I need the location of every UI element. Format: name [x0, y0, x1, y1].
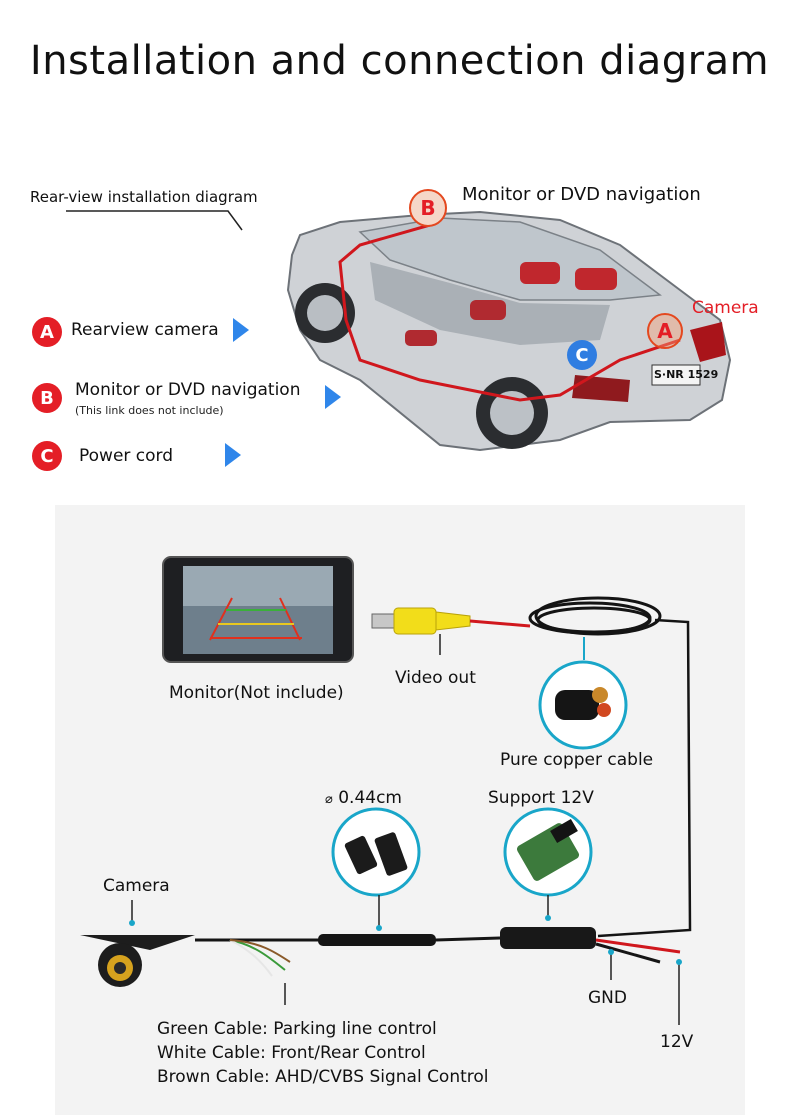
arrow-right-icon: [233, 318, 249, 342]
support-12v-label: Support 12V: [488, 788, 594, 808]
arrow-right-icon: [225, 443, 241, 467]
car-monitor-label: Monitor or DVD navigation: [462, 184, 701, 205]
legend-text-c: Power cord: [79, 446, 174, 466]
car-camera-label: Camera: [692, 298, 759, 318]
diameter-label: ⌀ 0.44cm: [325, 788, 402, 808]
arrow-right-icon: [325, 385, 341, 409]
v12-label: 12V: [660, 1032, 694, 1052]
legend-badge-b: B: [32, 383, 62, 413]
video-out-label: Video out: [395, 668, 476, 688]
cable-note-white: White Cable: Front/Rear Control: [157, 1043, 426, 1063]
cable-note-green: Green Cable: Parking line control: [157, 1019, 437, 1039]
camera-label: Camera: [103, 876, 170, 896]
car-badge-c: C: [567, 340, 597, 370]
legend-text-b: Monitor or DVD navigation: [75, 380, 301, 400]
car-badge-a: A: [647, 313, 683, 349]
legend-note-b: (This link does not include): [75, 404, 224, 417]
rear-view-label: Rear-view installation diagram: [30, 188, 258, 206]
copper-cable-label: Pure copper cable: [500, 750, 654, 770]
license-plate: S·NR 1529: [654, 368, 719, 381]
legend-text-a: Rearview camera: [71, 320, 219, 340]
page-title: Installation and connection diagram: [29, 38, 770, 84]
diameter-value: 0.44cm: [338, 788, 402, 808]
gnd-label: GND: [588, 988, 627, 1008]
cable-notes: Green Cable: Parking line control White …: [157, 1017, 489, 1089]
cable-note-brown: Brown Cable: AHD/CVBS Signal Control: [157, 1067, 489, 1087]
car-badge-b: B: [409, 189, 447, 227]
legend-badge-a: A: [32, 317, 62, 347]
diameter-icon: ⌀: [325, 792, 333, 807]
legend-badge-c: C: [32, 441, 62, 471]
monitor-label: Monitor(Not include): [169, 683, 344, 703]
